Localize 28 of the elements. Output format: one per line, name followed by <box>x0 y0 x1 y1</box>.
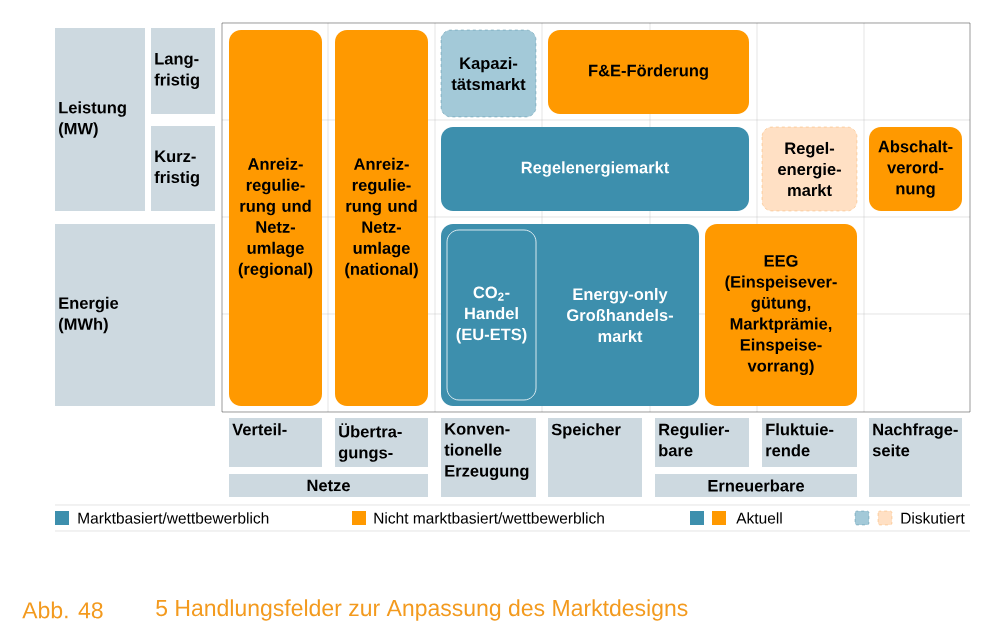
category-box: Konven-tionelle Erzeugung <box>441 418 536 497</box>
instrument-box: Kapazi-tätsmarkt <box>440 29 537 118</box>
category-box: Erneuerbare <box>655 474 857 497</box>
legend-label: Aktuell <box>736 512 782 524</box>
category-box: Fluktuie-rende <box>762 418 857 467</box>
category-box: Verteil- <box>229 418 322 467</box>
instrument-box: Abschalt-verord-nung <box>869 127 962 211</box>
caption: 5 Handlungsfelder zur Anpassung des Marktdesigns <box>156 599 688 621</box>
figure-number: Abb. 48 <box>22 601 103 619</box>
category-box: Leistung (MW) <box>55 28 145 211</box>
instrument-box: Anreiz-regulie-rung und Netz-umlage (regional) <box>229 30 322 406</box>
instrument-box: EEG (Einspeisever-gütung, Marktprämie, Einspeise-vorrang) <box>705 224 857 406</box>
category-box: Übertra-gungs- <box>335 418 428 467</box>
instrument-box: Regelenergiemarkt <box>441 127 749 211</box>
legend-label: Marktbasiert/wettbewerblich <box>78 512 269 524</box>
category-box: Regulier-bare <box>655 418 749 467</box>
instrument-box: Anreiz-regulie-rung und Netz-umlage (national) <box>335 30 428 406</box>
legend-label: Nicht marktbasiert/wettbewerblich <box>374 512 604 524</box>
category-box: Kurz-fristig <box>151 126 215 211</box>
instrument-box: Regel-energie-markt <box>761 126 858 212</box>
legend-label: Diskutiert <box>901 512 965 524</box>
category-box: Energie (MWh) <box>55 224 215 406</box>
category-box: Netze <box>229 474 428 497</box>
category-box: Speicher <box>548 418 642 497</box>
category-box: Nachfrage-seite <box>869 418 962 497</box>
category-box: Lang-fristig <box>151 28 215 114</box>
instrument-box: F&E-Förderung <box>548 30 749 114</box>
instrument-box: CO$_{2}$-Handel (EU-ETS) <box>446 229 537 401</box>
